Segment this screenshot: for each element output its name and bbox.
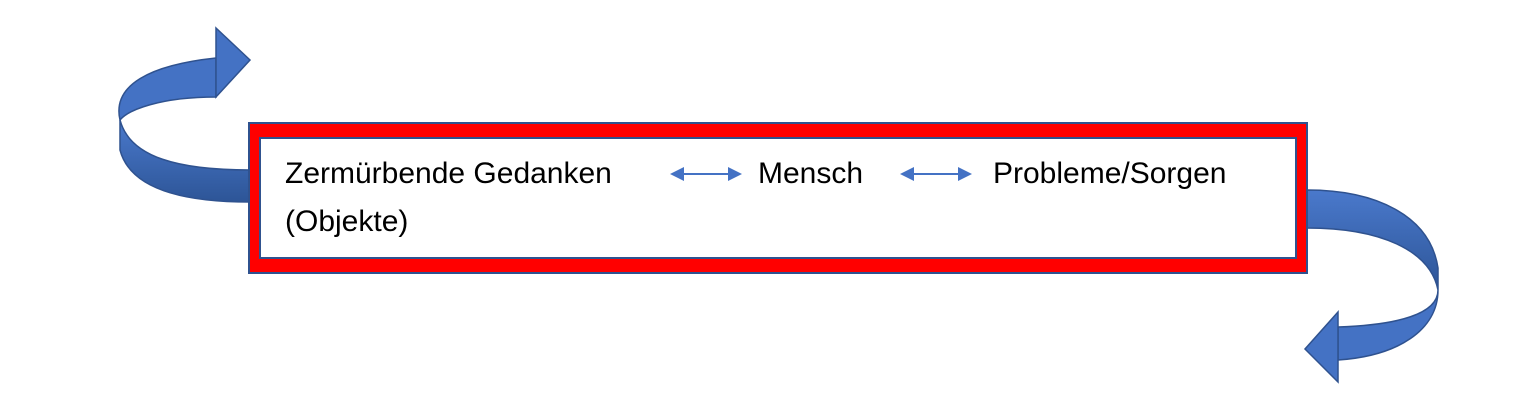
- term-left-note: (Objekte): [285, 205, 409, 238]
- term-left: Zermürbende Gedanken: [285, 157, 612, 190]
- curved-up-arrow-icon: [118, 26, 252, 203]
- term-right: Probleme/Sorgen: [993, 157, 1227, 190]
- curved-down-arrow-icon: [1303, 189, 1439, 384]
- outer-frame: [248, 122, 1308, 274]
- double-headed-arrow-icon: [900, 167, 972, 181]
- double-headed-arrow-icon: [670, 167, 742, 181]
- inner-box: [259, 137, 1297, 259]
- term-center: Mensch: [758, 157, 864, 190]
